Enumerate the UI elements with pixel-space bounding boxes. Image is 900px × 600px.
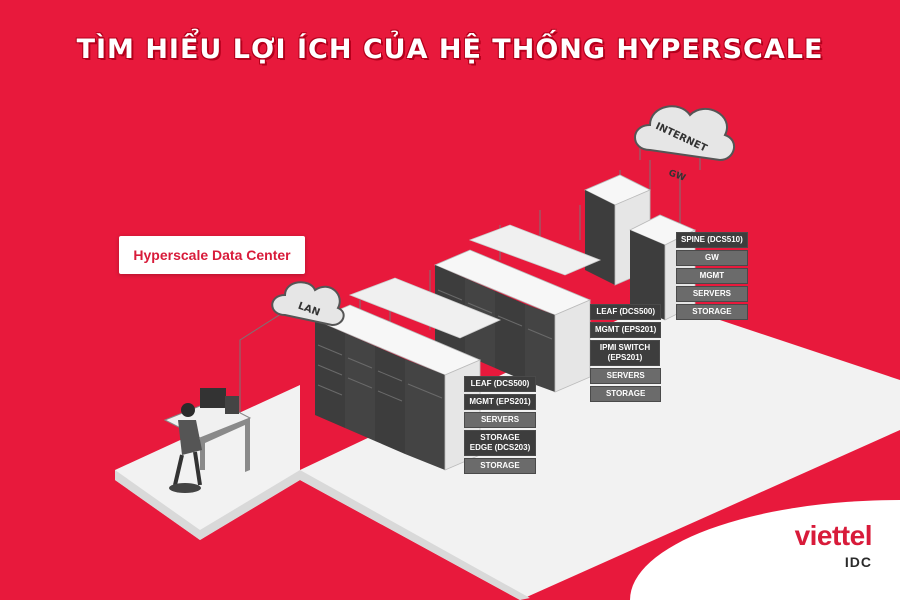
operator-desk — [163, 388, 252, 493]
servers-label: SERVERS — [590, 368, 662, 384]
cloud-internet-icon: INTERNET — [634, 105, 735, 162]
spine-label: SPINE (DCS510) — [676, 232, 748, 248]
mgmt-label: MGMT (EPS201) — [590, 322, 662, 338]
monitor-icon — [200, 388, 226, 408]
leaf-front-label-stack: LEAF (DCS500) MGMT (EPS201) SERVERS STOR… — [464, 376, 536, 474]
data-center-label: Hyperscale Data Center — [119, 236, 305, 274]
storage-front-label: STORAGE — [464, 458, 536, 474]
cloud-lan-icon: LAN — [271, 281, 345, 327]
page-title: TÌM HIỂU LỢI ÍCH CỦA HỆ THỐNG HYPERSCALE — [76, 34, 824, 65]
mgmt-stack-label: MGMT — [676, 268, 748, 284]
brand-sub: IDC — [844, 554, 872, 570]
floor-edge — [115, 470, 530, 600]
rack-detail-lines — [317, 289, 553, 402]
floor-platform — [300, 300, 900, 600]
leaf-label: LEAF (DCS500) — [590, 304, 662, 320]
ipmi-switch-label: IPMI SWITCH (EPS201) — [590, 340, 660, 366]
spine-label-stack: SPINE (DCS510) GW MGMT SERVERS STORAGE — [676, 232, 748, 320]
leaf-front-label: LEAF (DCS500) — [464, 376, 536, 392]
gw-label: GW — [667, 168, 687, 183]
brand-name: viettel — [794, 520, 873, 551]
user-head-icon — [181, 403, 195, 417]
mgmt-front-label: MGMT (EPS201) — [464, 394, 536, 410]
storage-label: STORAGE — [590, 386, 662, 402]
servers-front-label: SERVERS — [464, 412, 536, 428]
brand-logo: viettel IDC — [794, 520, 873, 571]
rack-row-middle — [433, 224, 602, 393]
gw-stack-label: GW — [676, 250, 748, 266]
leaf-mid-label-stack: LEAF (DCS500) MGMT (EPS201) IPMI SWITCH … — [590, 304, 662, 402]
servers-stack-label: SERVERS — [676, 286, 748, 302]
storage-edge-label: STORAGE EDGE (DCS203) — [464, 430, 536, 456]
storage-stack-label: STORAGE — [676, 304, 748, 320]
